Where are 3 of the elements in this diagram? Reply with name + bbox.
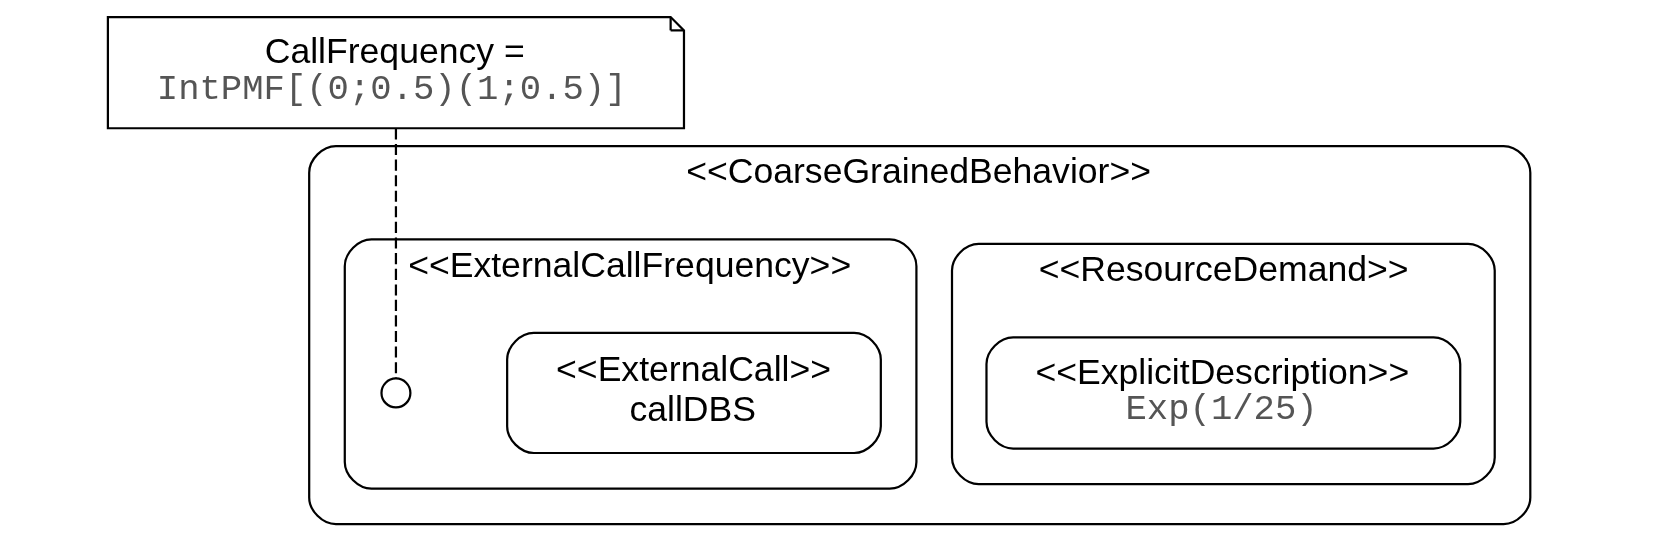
node-box: <<ExplicitDescription>> Exp(1/25) xyxy=(984,336,1461,450)
node-box: <<ExternalCall>> callDBS xyxy=(505,331,882,455)
node-circle xyxy=(379,377,411,409)
